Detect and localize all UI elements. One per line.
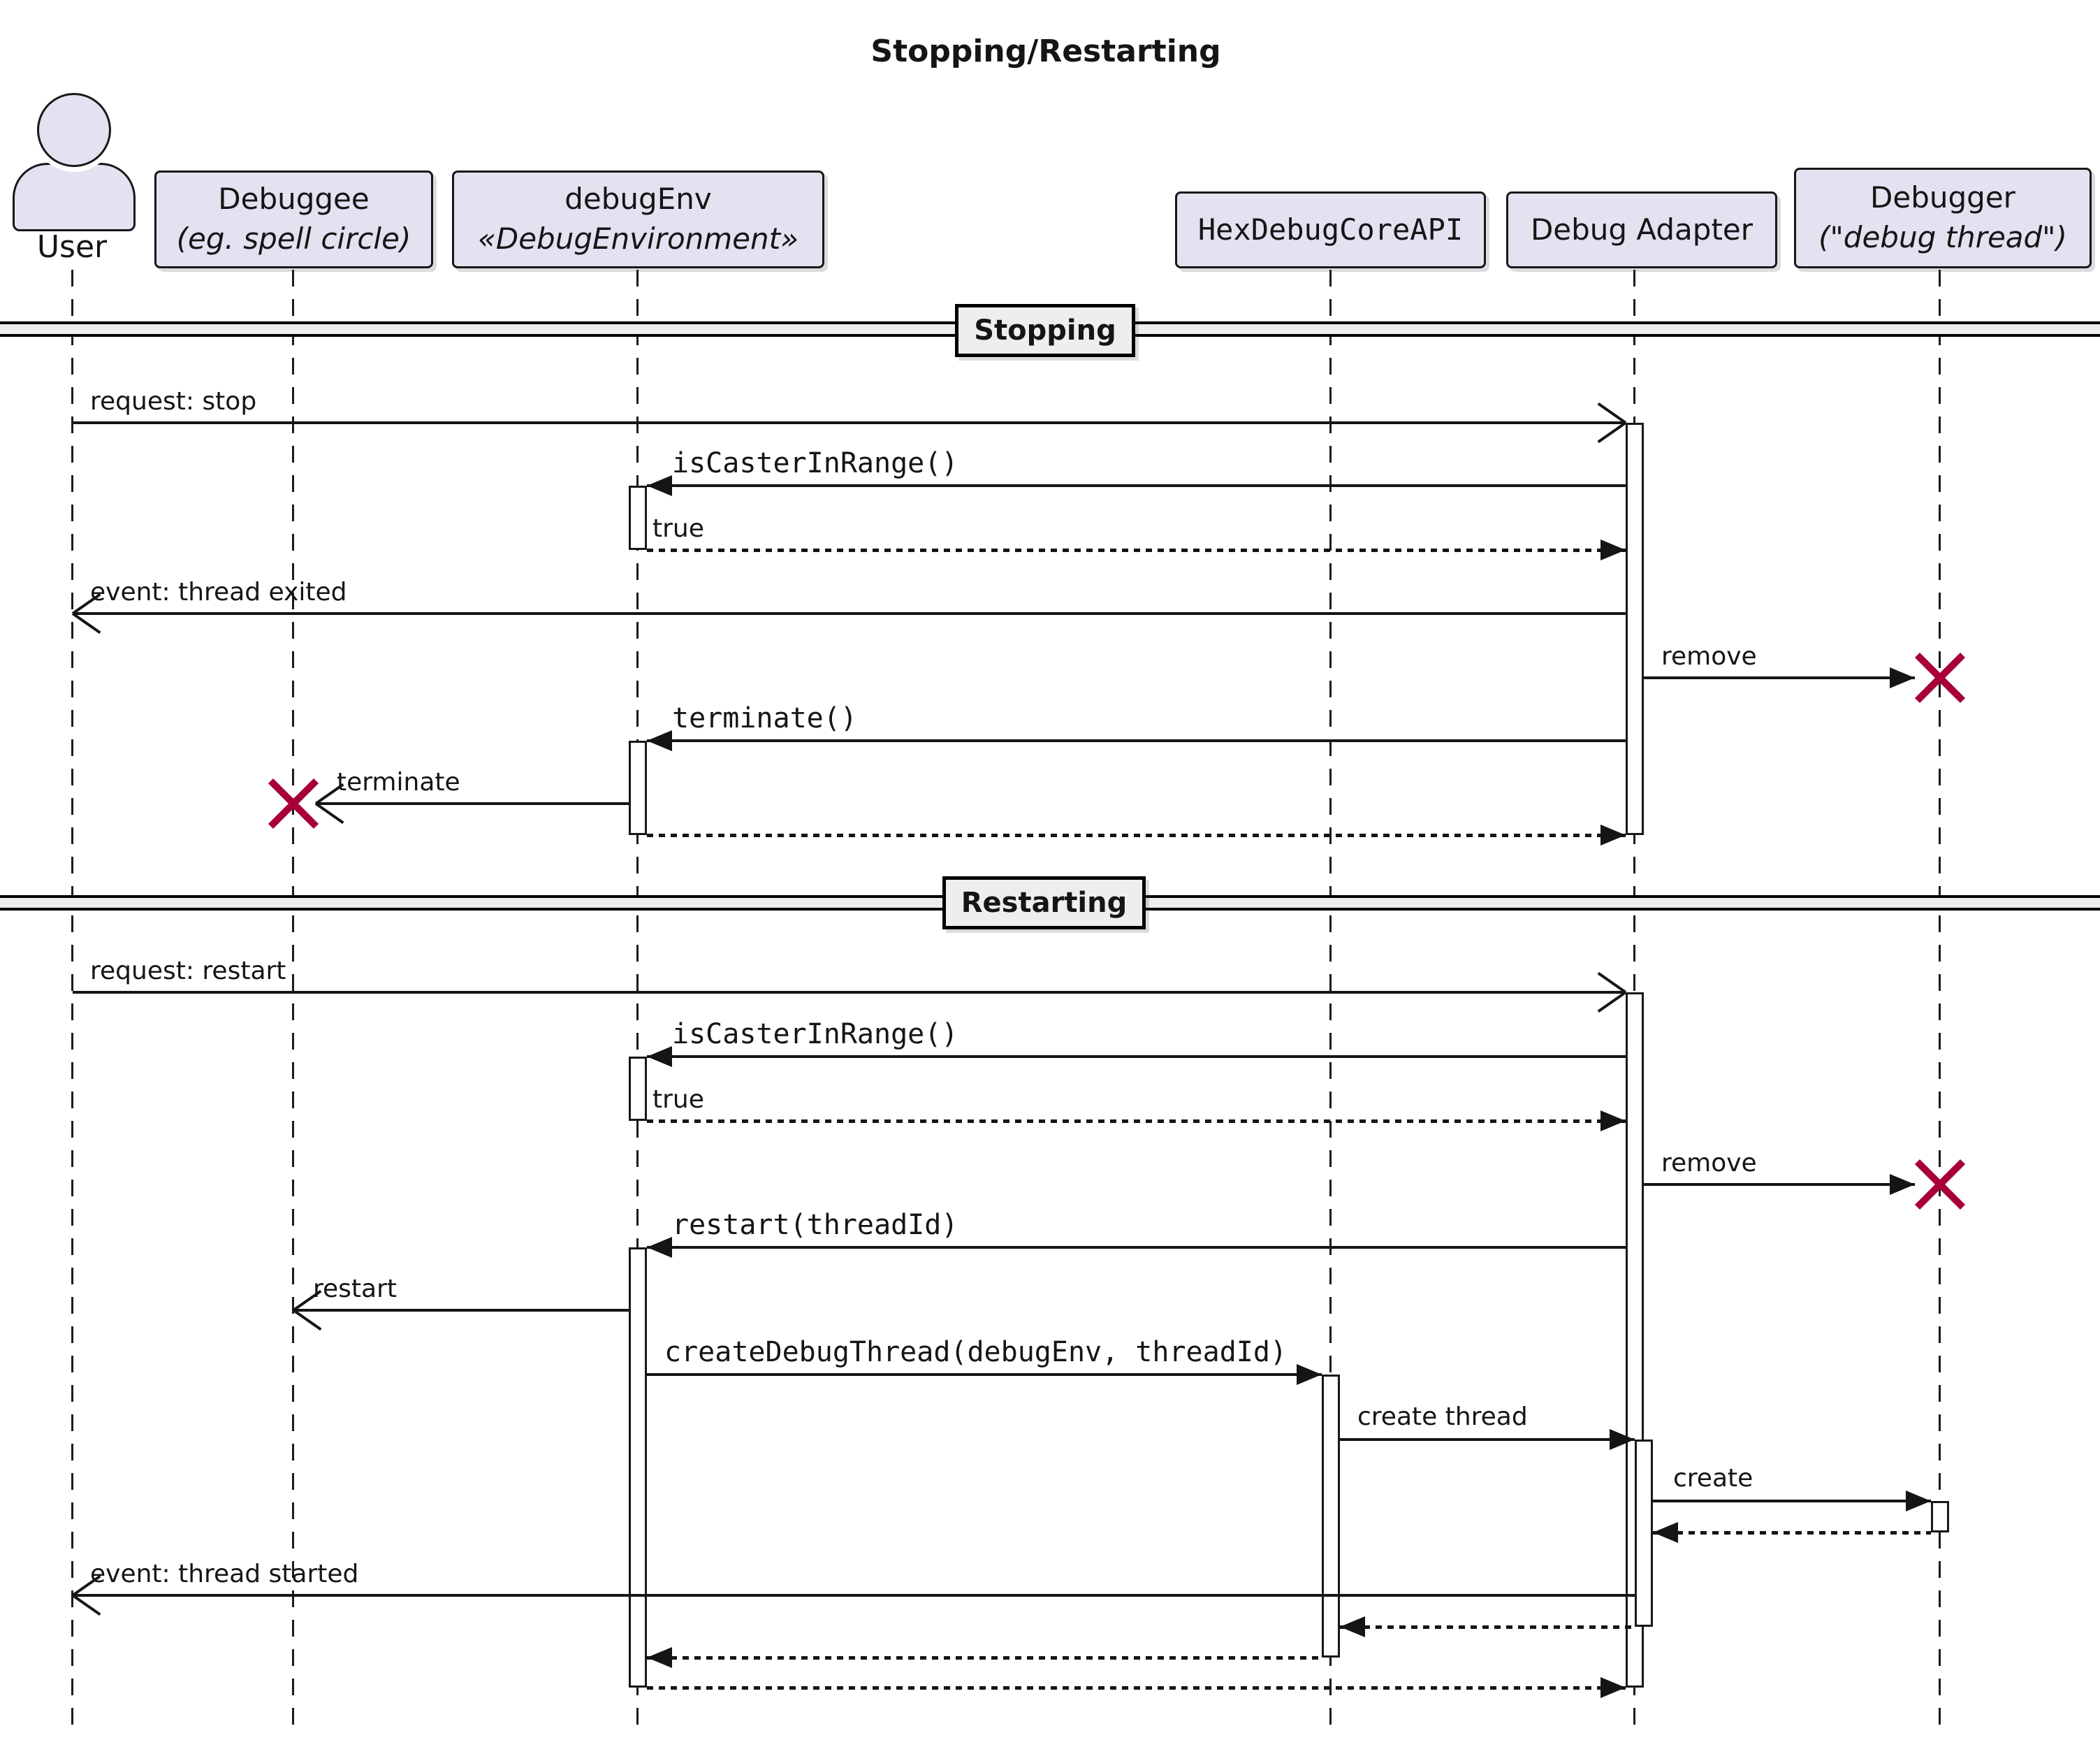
message-line-return-createdebugthread	[647, 1656, 1322, 1660]
diagram-title: Stopping/Restarting	[870, 34, 1221, 69]
participant-debuggee-subtitle: (eg. spell circle)	[176, 222, 411, 256]
participant-debugger-subtitle: ("debug thread")	[1818, 220, 2067, 254]
message-line-terminate	[316, 802, 629, 805]
filled-arrowhead-right-icon	[1600, 1110, 1626, 1131]
filled-arrowhead-left-icon	[1340, 1616, 1365, 1637]
message-label-iscasterinrange-1: isCasterInRange()	[672, 447, 958, 479]
message-label-terminate: terminate	[337, 768, 460, 797]
message-label-iscasterinrange-2: isCasterInRange()	[672, 1018, 958, 1050]
participant-debugadapter-name: Debug Adapter	[1530, 212, 1753, 247]
message-label-event-thread-started: event: thread started	[90, 1560, 359, 1588]
message-line-event-thread-started	[73, 1594, 1635, 1597]
filled-arrowhead-left-icon	[647, 1237, 672, 1258]
divider-restarting-label: Restarting	[961, 887, 1128, 919]
participant-user: User	[36, 229, 108, 265]
lifeline-debugger	[1939, 270, 1941, 1726]
divider-stopping-label: Stopping	[974, 314, 1116, 347]
filled-arrowhead-right-icon	[1906, 1491, 1931, 1511]
message-label-true-2: true	[652, 1085, 704, 1114]
filled-arrowhead-left-icon	[647, 1647, 672, 1668]
message-line-return-create	[1653, 1531, 1931, 1535]
message-line-create-thread	[1340, 1438, 1635, 1441]
message-line-true-2	[647, 1119, 1626, 1123]
filled-arrowhead-left-icon	[647, 1046, 672, 1067]
participant-debugenv-subtitle: «DebugEnvironment»	[477, 222, 799, 256]
participant-debugadapter: Debug Adapter	[1506, 191, 1777, 268]
filled-arrowhead-right-icon	[1890, 1174, 1915, 1195]
lifeline-debugenv	[636, 270, 639, 1726]
divider-stopping: Stopping	[955, 304, 1135, 357]
message-line-return-stopping	[647, 834, 1626, 837]
message-label-request-stop: request: stop	[90, 387, 257, 416]
message-line-request-restart	[73, 991, 1626, 994]
activation-debugger-create	[1931, 1501, 1949, 1532]
participant-debugger: Debugger ("debug thread")	[1794, 168, 2092, 268]
filled-arrowhead-right-icon	[1600, 539, 1626, 560]
divider-restarting: Restarting	[942, 876, 1146, 929]
filled-arrowhead-right-icon	[1297, 1364, 1322, 1385]
message-line-terminate-call	[647, 739, 1626, 742]
user-actor-icon	[37, 93, 111, 167]
message-line-true-1	[647, 549, 1626, 552]
participant-hexdebugcoreapi: HexDebugCoreAPI	[1175, 191, 1486, 268]
destroy-x-icon-debugger-2	[1912, 1157, 1968, 1212]
filled-arrowhead-left-icon	[647, 730, 672, 751]
message-label-createdebugthread: createDebugThread(debugEnv, threadId)	[664, 1336, 1288, 1368]
destroy-x-icon-debuggee	[265, 776, 321, 832]
message-line-createdebugthread	[647, 1373, 1322, 1376]
filled-arrowhead-right-icon	[1890, 667, 1915, 688]
participant-debugenv-name: debugEnv	[564, 182, 712, 217]
message-line-iscasterinrange-2	[647, 1055, 1626, 1058]
participant-hexdebugcoreapi-name: HexDebugCoreAPI	[1197, 212, 1464, 247]
message-label-create-thread: create thread	[1357, 1402, 1528, 1431]
message-label-restart: restart	[313, 1275, 398, 1303]
participant-debuggee: Debuggee (eg. spell circle)	[154, 171, 433, 268]
message-line-restart	[293, 1309, 629, 1312]
message-line-return-create-thread	[1340, 1625, 1635, 1629]
lifeline-user	[71, 270, 73, 1726]
filled-arrowhead-right-icon	[1600, 825, 1626, 846]
message-line-restart-threadid	[647, 1246, 1626, 1249]
filled-arrowhead-left-icon	[1653, 1522, 1678, 1543]
activation-debugenv-restart	[629, 1247, 647, 1688]
filled-arrowhead-right-icon	[1600, 1677, 1626, 1698]
filled-arrowhead-right-icon	[1610, 1429, 1635, 1450]
lifeline-debuggee	[292, 270, 294, 1726]
message-line-create	[1653, 1500, 1931, 1502]
activation-debugadapter-stopping	[1626, 423, 1644, 835]
message-line-remove-2	[1644, 1183, 1915, 1186]
message-label-restart-threadid: restart(threadId)	[672, 1209, 958, 1241]
message-label-event-thread-exited: event: thread exited	[90, 578, 347, 607]
destroy-x-icon-debugger-1	[1912, 650, 1968, 706]
message-line-request-stop	[73, 421, 1626, 424]
message-label-terminate-call: terminate()	[672, 702, 857, 734]
activation-debugadapter-nested	[1635, 1440, 1653, 1627]
message-line-iscasterinrange-1	[647, 484, 1626, 487]
message-label-remove-1: remove	[1661, 642, 1757, 671]
message-line-return-restarting	[647, 1686, 1626, 1690]
message-label-create: create	[1673, 1464, 1753, 1493]
activation-hexdebugcoreapi	[1322, 1375, 1340, 1658]
activation-debugenv-terminate	[629, 741, 647, 835]
message-label-request-restart: request: restart	[90, 957, 286, 985]
activation-debugenv-iscasterinrange-1	[629, 486, 647, 550]
message-line-remove-1	[1644, 676, 1915, 679]
open-arrowhead-right-icon	[1594, 978, 1626, 1006]
user-actor-body	[13, 163, 136, 231]
participant-debugger-name: Debugger	[1870, 180, 2015, 215]
open-arrowhead-right-icon	[1594, 409, 1626, 437]
lifeline-hexdebugcoreapi	[1329, 270, 1332, 1726]
participant-debuggee-name: Debuggee	[218, 182, 370, 217]
message-label-true-1: true	[652, 514, 704, 543]
message-line-event-thread-exited	[73, 612, 1626, 615]
message-label-remove-2: remove	[1661, 1149, 1757, 1177]
participant-debugenv: debugEnv «DebugEnvironment»	[452, 171, 824, 268]
filled-arrowhead-left-icon	[647, 475, 672, 496]
activation-debugenv-iscasterinrange-2	[629, 1057, 647, 1121]
